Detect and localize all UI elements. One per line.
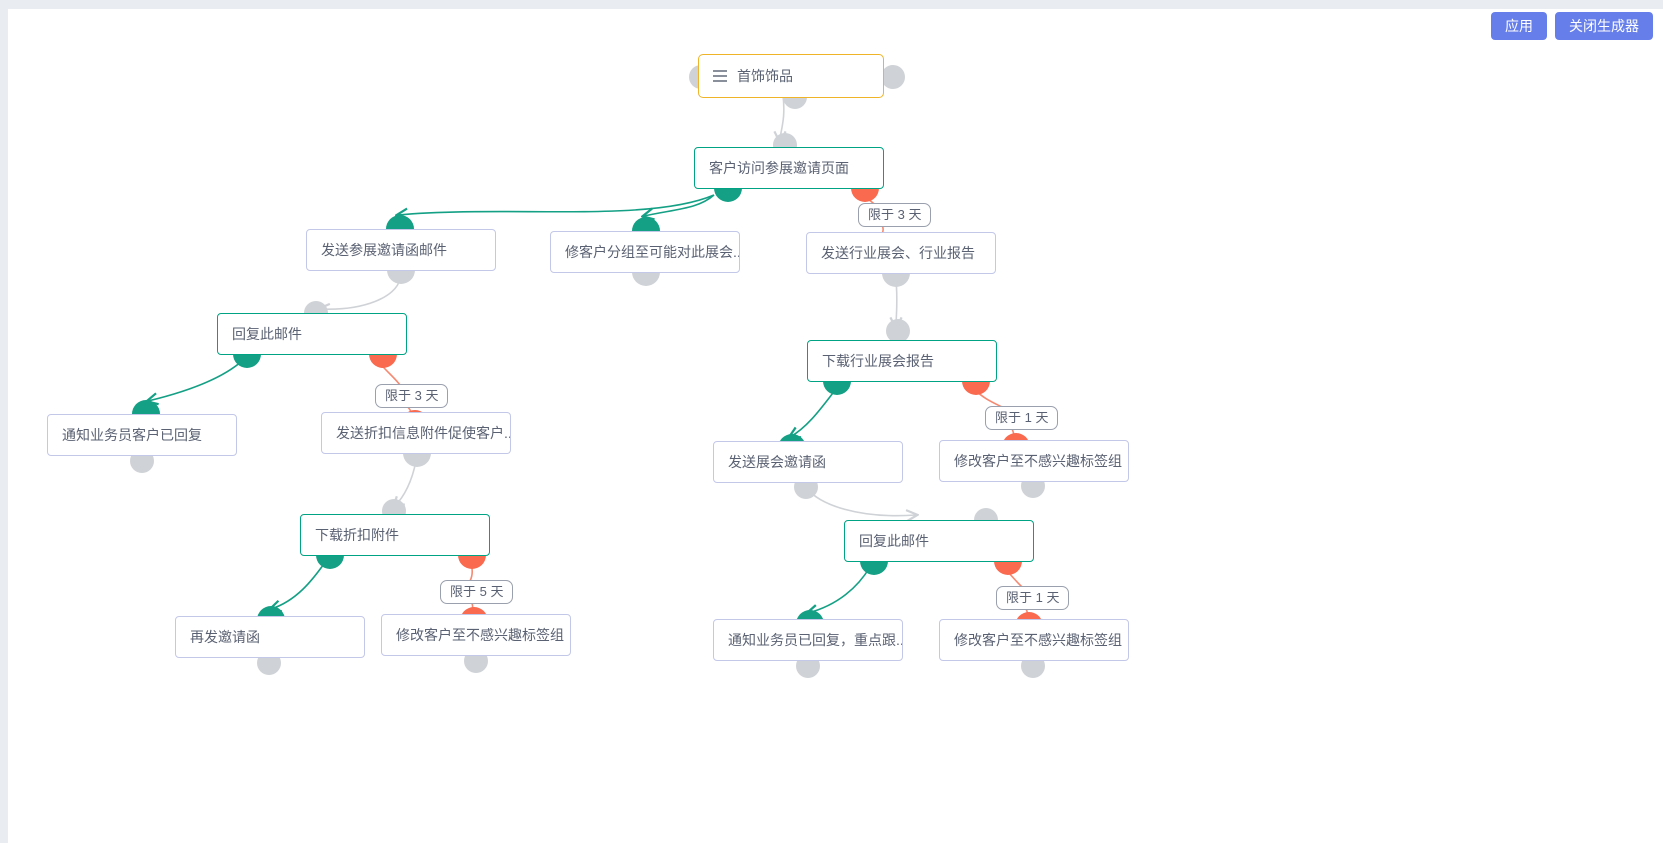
node-fasong-canzhan-yaoqinghan-email[interactable]: 发送参展邀请函邮件	[306, 229, 496, 271]
close-generator-button[interactable]: 关闭生成器	[1555, 12, 1653, 40]
port-n5-out[interactable]	[882, 273, 910, 287]
edge-label-limit-5-days[interactable]: 限于 5 天	[440, 580, 514, 605]
node-xiugai-kehu-biaoqian-a[interactable]: 修改客户至不感兴趣标签组	[939, 440, 1129, 482]
port-n3-out[interactable]	[387, 270, 415, 284]
node-xiu-kehu-fenzu[interactable]: 修客户分组至可能对此展会...	[550, 231, 740, 273]
apply-button[interactable]: 应用	[1491, 12, 1547, 40]
port-n12-out-orange[interactable]	[458, 555, 486, 569]
edge-n7-n10	[790, 388, 837, 437]
edge-label-limit-1-day-b[interactable]: 限于 1 天	[996, 586, 1070, 611]
port-n1-right[interactable]	[881, 65, 905, 89]
node-shoushi-shipin[interactable]: 首饰饰品	[698, 54, 884, 98]
node-huifu-ci-youjian-right[interactable]: 回复此邮件	[844, 520, 1034, 562]
node-fasong-zhekou-fujian[interactable]: 发送折扣信息附件促使客户...	[321, 412, 511, 454]
edge-label-limit-3-days-a[interactable]: 限于 3 天	[858, 203, 932, 228]
port-n9-out[interactable]	[403, 453, 431, 467]
node-kehu-fangwen-yaoqing-page[interactable]: 客户访问参展邀请页面	[694, 147, 884, 189]
node-fasong-hangye-zhanhui-baogao[interactable]: 发送行业展会、行业报告	[806, 232, 996, 274]
edge-n6-n8	[148, 360, 243, 401]
node-xiazai-zhekou-fujian[interactable]: 下载折扣附件	[300, 514, 490, 556]
edge-n10-n13	[805, 486, 916, 516]
port-n4-out[interactable]	[632, 272, 660, 286]
port-n6-out-orange[interactable]	[369, 354, 397, 368]
port-n13-out-teal[interactable]	[860, 561, 888, 575]
edge-n2-n4	[644, 194, 715, 216]
edge-n3-n6	[320, 278, 401, 309]
node-xiugai-kehu-biaoqian-b[interactable]: 修改客户至不感兴趣标签组	[381, 614, 571, 656]
port-n8-in[interactable]	[132, 400, 160, 414]
list-icon	[713, 70, 727, 82]
node-tongzhi-yewuyuan-kehu-yihuifu[interactable]: 通知业务员客户已回复	[47, 414, 237, 456]
node-huifu-ci-youjian-left[interactable]: 回复此邮件	[217, 313, 407, 355]
port-n3-in[interactable]	[386, 215, 414, 229]
edge-label-limit-1-day-a[interactable]: 限于 1 天	[985, 406, 1059, 431]
port-n2-out-teal[interactable]	[714, 188, 742, 202]
port-n7-out-orange[interactable]	[962, 381, 990, 395]
toolbar: 应用 关闭生成器	[1491, 12, 1653, 40]
edge-n13-n16	[808, 566, 871, 613]
port-n4-in[interactable]	[632, 217, 660, 231]
node-zaifa-yaoqinghan[interactable]: 再发邀请函	[175, 616, 365, 658]
edge-label-limit-3-days-b[interactable]: 限于 3 天	[375, 384, 449, 409]
port-n6-out-teal[interactable]	[233, 354, 261, 368]
port-n12-out-teal[interactable]	[316, 555, 344, 569]
node-fasong-zhanhui-yaoqinghan[interactable]: 发送展会邀请函	[713, 441, 903, 483]
edge-n12-n14	[271, 560, 327, 609]
port-n2-out-orange[interactable]	[851, 188, 879, 202]
edge-n2-n3	[398, 194, 715, 215]
node-xiazai-hangye-zhanhui-baogao[interactable]: 下载行业展会报告	[807, 340, 997, 382]
node-tongzhi-yewuyuan-zhongdian-gen[interactable]: 通知业务员已回复，重点跟...	[713, 619, 903, 661]
flow-canvas[interactable]: 首饰饰品 客户访问参展邀请页面 发送参展邀请函邮件 修客户分组至可能对此展会..…	[8, 9, 1663, 843]
edge-layer	[8, 94, 1029, 843]
port-n13-out-orange[interactable]	[994, 561, 1022, 575]
node-xiugai-kehu-biaoqian-c[interactable]: 修改客户至不感兴趣标签组	[939, 619, 1129, 661]
port-n7-out-teal[interactable]	[823, 381, 851, 395]
